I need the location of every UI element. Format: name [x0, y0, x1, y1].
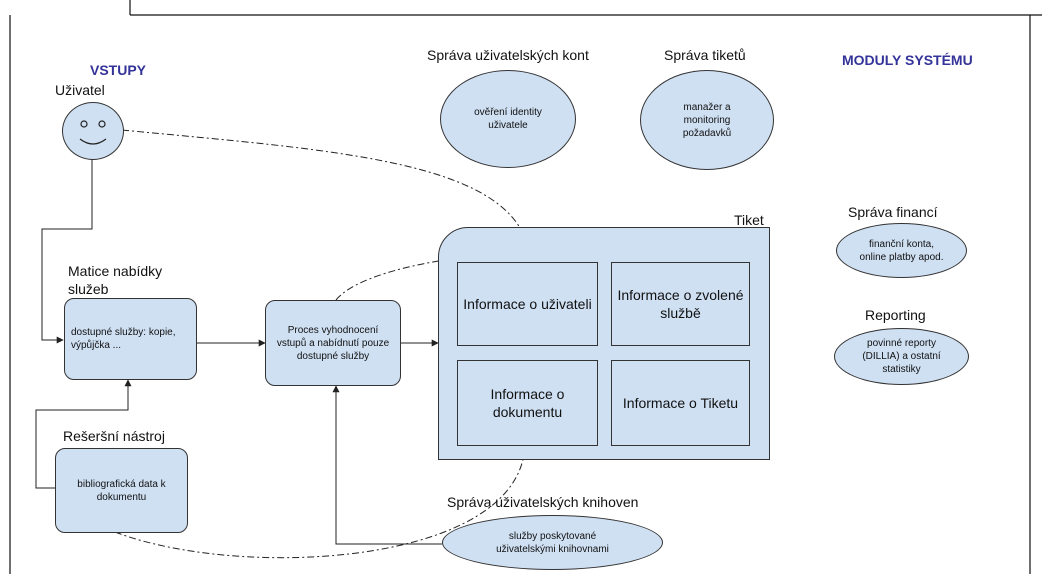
libraries-ellipse: služby poskytované uživatelskými knihovn… — [442, 515, 663, 570]
connector-user-to-matrix — [41, 158, 93, 344]
search-tool-box: bibliografická data k dokumentu — [55, 448, 188, 533]
reporting-text: povinné reporty (DILLIA) a ostatní stati… — [862, 338, 941, 375]
tickets-ellipse: manažer a monitoring požadavků — [640, 70, 774, 170]
process-box: Proces vyhodnocení vstupů a nabídnutí po… — [265, 300, 401, 386]
accounts-title: Správa uživatelských kont — [427, 47, 589, 63]
user-label: Uživatel — [55, 82, 105, 98]
search-tool-title: Rešeršní nástroj — [63, 428, 165, 444]
dashed-user-to-ticket — [121, 129, 529, 244]
connector-search-to-matrix — [35, 379, 132, 489]
services-matrix-title: Matice nabídky služeb — [68, 263, 163, 297]
modules-header: MODULY SYSTÉMU — [842, 52, 973, 68]
ticket-cell-user-info: Informace o uživateli — [457, 262, 598, 346]
ticket-cell-service-info: Informace o zvolené službě — [611, 262, 750, 346]
dashed-search-to-document — [114, 444, 529, 559]
libraries-title: Správa uživatelských knihoven — [447, 494, 639, 510]
ticket-title: Tiket — [734, 212, 764, 228]
services-matrix-text: dostupné služby: kopie, výpůjčka ... — [71, 327, 176, 351]
finance-title: Správa financí — [848, 204, 938, 220]
reporting-ellipse: povinné reporty (DILLIA) a ostatní stati… — [834, 328, 969, 385]
inputs-header: VSTUPY — [90, 62, 147, 78]
finance-ellipse: finanční konta, online platby apod. — [836, 223, 967, 278]
libraries-text: služby poskytované uživatelskými knihovn… — [496, 530, 609, 555]
process-text: Proces vyhodnocení vstupů a nabídnutí po… — [276, 324, 390, 362]
accounts-text: ověření identity uživatele — [474, 107, 542, 131]
search-tool-text: bibliografická data k dokumentu — [77, 478, 166, 503]
ticket-cell-document-info: Informace o dokumentu — [457, 360, 598, 446]
services-matrix-box: dostupné služby: kopie, výpůjčka ... — [64, 298, 197, 380]
user-face-icon — [62, 102, 124, 160]
accounts-ellipse: ověření identity uživatele — [440, 70, 576, 168]
tickets-title: Správa tiketů — [664, 47, 746, 63]
finance-text: finanční konta, online platby apod. — [859, 238, 944, 263]
connector-libraries-to-process — [332, 385, 442, 545]
reporting-title: Reporting — [865, 307, 926, 323]
tickets-text: manažer a monitoring požadavků — [682, 101, 732, 139]
ticket-cell-ticket-info: Informace o Tiketu — [611, 360, 750, 446]
